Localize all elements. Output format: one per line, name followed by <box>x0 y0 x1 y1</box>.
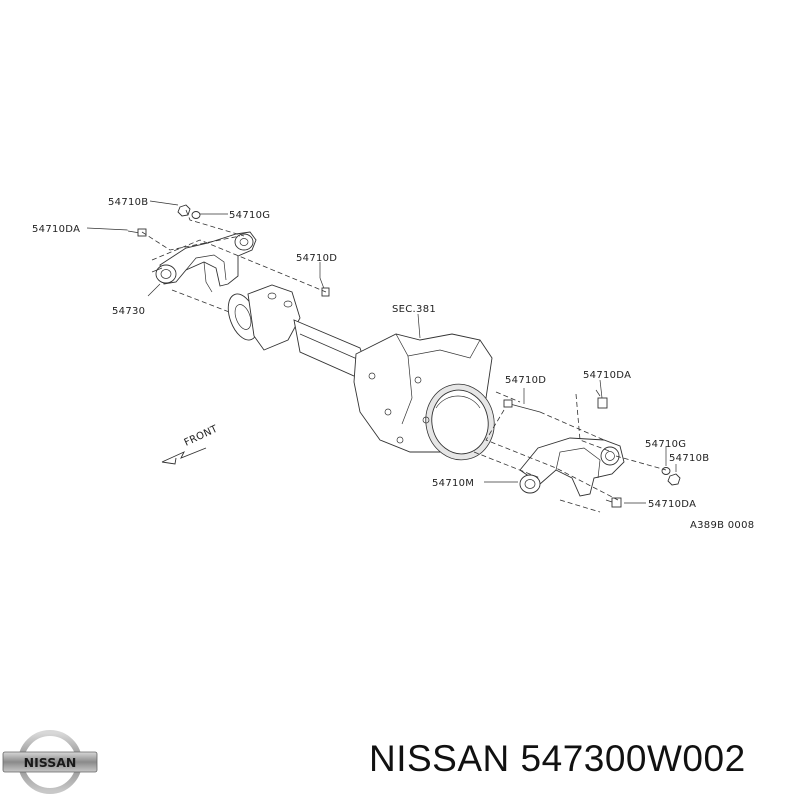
left-mount-bracket <box>155 231 257 293</box>
nissan-logo: NISSAN <box>2 730 98 794</box>
right-bolt-54710da-bottom <box>605 497 622 508</box>
axle-assembly <box>227 284 495 461</box>
label-right-54710da-bottom: 54710DA <box>648 499 696 510</box>
right-bolt-54710da-top <box>595 389 608 409</box>
nissan-logo-text: NISSAN <box>24 755 77 770</box>
label-left-54710g: 54710G <box>229 210 270 221</box>
label-left-54710d: 54710D <box>296 253 337 264</box>
label-right-54710d: 54710D <box>505 375 546 386</box>
brand-part-number: NISSAN 547300W002 <box>369 738 746 779</box>
right-bolt-54710d <box>503 399 541 413</box>
right-nut-54710b <box>667 473 681 486</box>
label-right-54710g: 54710G <box>645 439 686 450</box>
label-left-54710da: 54710DA <box>32 224 80 235</box>
right-washer-54710g <box>661 467 671 475</box>
label-left-54710b: 54710B <box>108 197 148 208</box>
front-direction-arrow: FRONT <box>161 423 221 465</box>
left-nut-54710b <box>177 204 191 217</box>
front-label: FRONT <box>183 423 221 448</box>
label-sec-381: SEC.381 <box>392 304 436 315</box>
left-bolt-54710da <box>127 228 147 237</box>
label-right-54710b: 54710B <box>669 453 709 464</box>
label-right-54710da-top: 54710DA <box>583 370 631 381</box>
drawing-code: A389B 0008 <box>690 520 754 531</box>
right-mount-bracket <box>519 437 625 497</box>
label-left-54730: 54730 <box>112 306 145 317</box>
left-bolt-54710d <box>319 277 330 297</box>
label-right-54710m: 54710M <box>432 478 474 489</box>
left-washer-54710g <box>191 211 201 219</box>
